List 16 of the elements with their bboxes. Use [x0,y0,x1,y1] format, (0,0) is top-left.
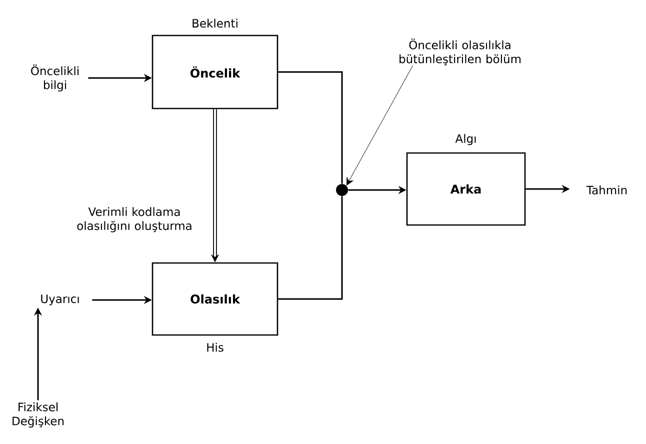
box-caption: Algı [455,134,476,146]
process-box: Arka [406,152,526,226]
signal-label: Tahmin [586,186,627,194]
process-box: Öncelik [152,34,278,110]
signal-label: Öncelikli olasılıkla bütünleştirilen bölüm [400,38,521,66]
junction-dot [336,184,348,196]
signal-label: Öncelikli bilgi [31,64,79,92]
connector-line [278,196,343,300]
connector-line [278,71,343,184]
box-caption: His [207,342,224,352]
signal-label: Fiziksel Değişken [12,402,64,428]
box-caption: Beklenti [192,18,238,28]
signal-label: Uyarıcı [41,294,79,306]
leader-line [346,65,414,186]
process-box: Olasılık [152,262,278,336]
edge-label: Verimli kodlama olasılığını oluşturma [77,207,192,232]
